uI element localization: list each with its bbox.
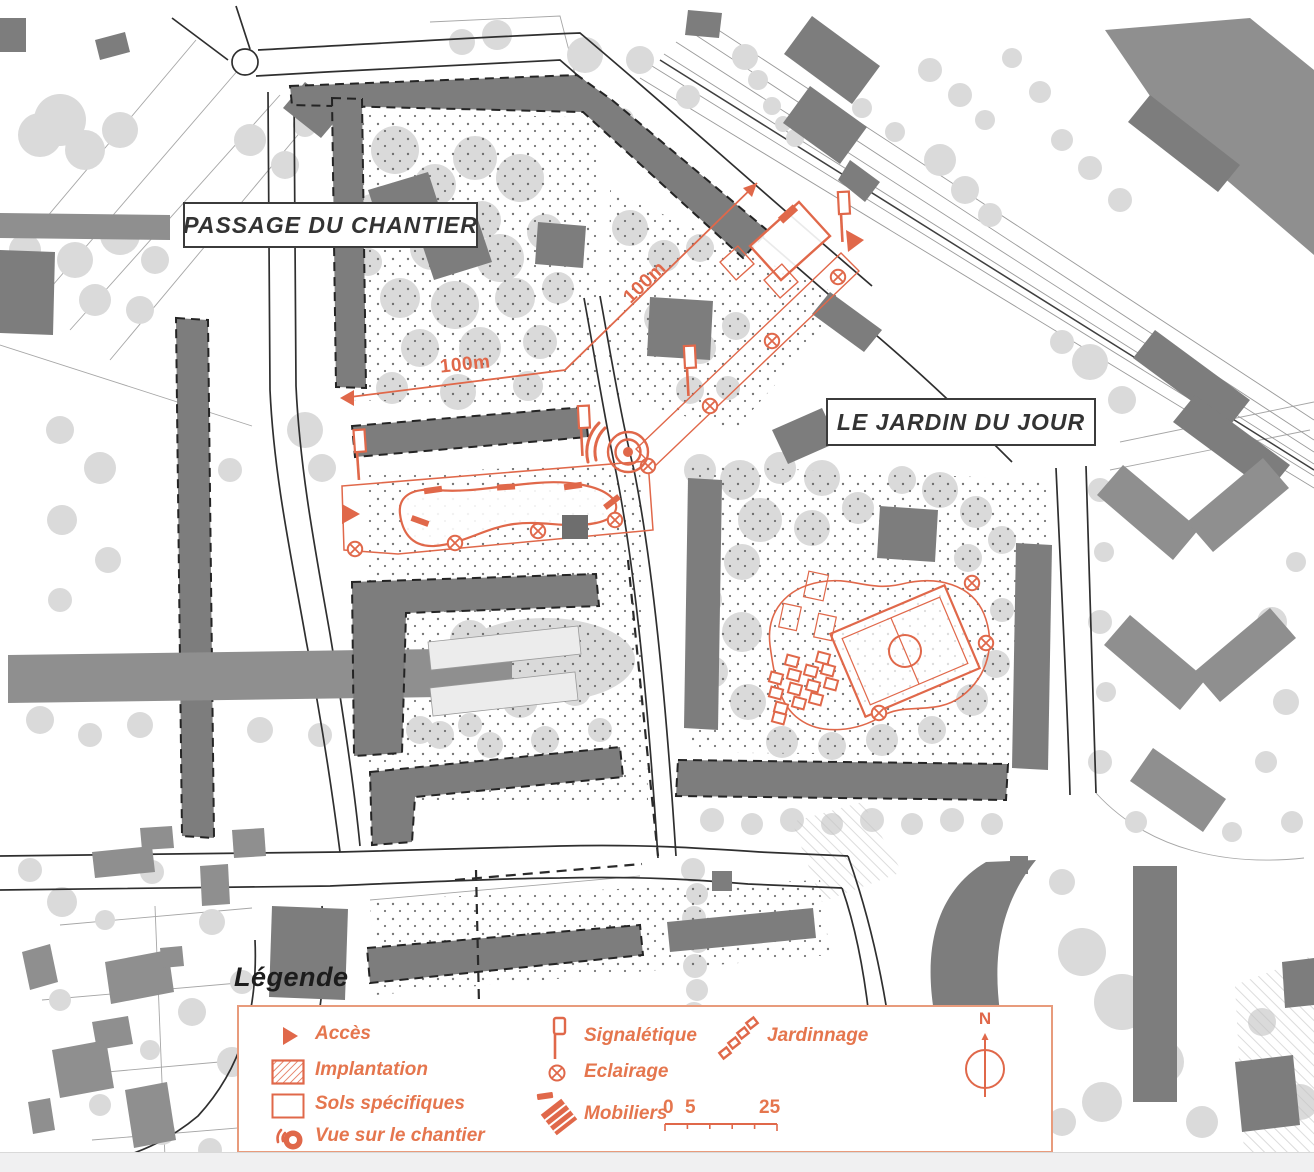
garden-squares-icon — [717, 1015, 760, 1061]
label-jardin-du-jour: LE JARDIN DU JOUR — [826, 398, 1096, 446]
implantation-strip — [341, 460, 654, 555]
legend-item-acces: Accès — [315, 1023, 371, 1044]
building-jardin-west — [684, 478, 722, 730]
sols-specifiques-plaza — [748, 200, 832, 282]
scale-tick-5: 5 — [685, 1097, 696, 1118]
flag-icon — [552, 1016, 567, 1059]
access-triangle-north — [846, 230, 864, 252]
legend-item-sols-specifiques: Sols spécifiques — [315, 1093, 465, 1114]
compass-icon — [965, 1033, 1005, 1097]
access-triangle-icon — [283, 1027, 298, 1045]
dimension-arrow-west — [340, 390, 354, 406]
label-passage-du-chantier: PASSAGE DU CHANTIER — [183, 202, 478, 248]
sols-specifiques-terrain — [828, 583, 982, 719]
scale-bar — [664, 1123, 778, 1131]
site-view-icon — [585, 421, 650, 474]
legend-item-implantation: Implantation — [315, 1059, 428, 1080]
building-north-strip — [288, 73, 770, 260]
jardin-mobilier — [777, 570, 838, 642]
outline-square-icon — [271, 1093, 305, 1119]
implantation-path — [634, 252, 861, 468]
terrain-center-circle — [888, 634, 922, 668]
striped-diamond-icon — [536, 1092, 578, 1136]
dashed-boundaries — [454, 559, 660, 1005]
dimension-arrow-northeast — [743, 183, 757, 197]
plaza-nord — [719, 200, 832, 299]
scale-tick-25: 25 — [759, 1097, 781, 1118]
mobilier-square — [763, 263, 799, 299]
hatched-square-icon — [271, 1059, 305, 1085]
roundabout — [231, 48, 259, 76]
buildings — [0, 10, 1314, 1148]
site-view-icon — [276, 1128, 303, 1150]
light-point-icon — [548, 1064, 566, 1082]
project-overlay — [340, 182, 995, 731]
building-long-west — [174, 316, 216, 840]
scale-tick-0: 0 — [663, 1097, 674, 1118]
legend-title: Légende — [234, 962, 349, 992]
legend-box: Accès Implantation Sols spécifiques Vue … — [237, 1005, 1053, 1153]
legend-item-mobiliers: Mobiliers — [584, 1103, 668, 1124]
legend-item-eclairage: Eclairage — [584, 1061, 669, 1082]
footer-strip — [0, 1152, 1314, 1172]
legend-item-jardinnage: Jardinnage — [767, 1025, 869, 1046]
access-points — [342, 230, 864, 524]
strip-structure — [562, 515, 588, 539]
legend-item-vue-sur-le-chantier: Vue sur le chantier — [315, 1125, 485, 1146]
jardinnage-grid — [767, 650, 840, 726]
access-triangle-west — [342, 504, 360, 524]
legend-item-signaletique: Signalétique — [584, 1025, 697, 1046]
strip-mobilier-bars — [410, 481, 621, 527]
implantation-jardin — [767, 570, 991, 731]
compass-north-label: N — [978, 1009, 992, 1028]
mobilier-square — [719, 245, 755, 281]
dimension-lines — [340, 182, 758, 406]
mobilier-bar — [777, 204, 799, 224]
